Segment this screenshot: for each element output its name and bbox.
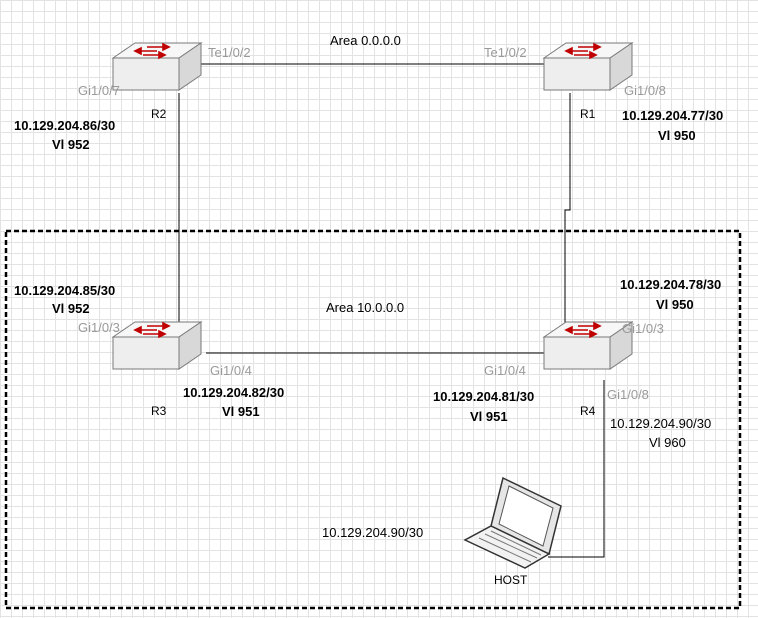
port-r2-gi: Gi1/0/7 (78, 83, 120, 98)
laptop-icon[interactable] (463, 476, 562, 569)
port-r4-gi8: Gi1/0/8 (607, 387, 649, 402)
router-r4-icon[interactable] (543, 321, 633, 370)
port-r1-te: Te1/0/2 (484, 45, 527, 60)
port-r4-gi3: Gi1/0/3 (622, 321, 664, 336)
links (178, 63, 605, 558)
host-ip-label: 10.129.204.90/30 (322, 525, 424, 540)
r3-ip-right-label: 10.129.204.82/30 (183, 385, 285, 400)
link-r4-host (548, 380, 605, 558)
r4-ip-up-label: 10.129.204.78/30 (620, 277, 722, 292)
r2-ip-label: 10.129.204.86/30 (14, 118, 116, 133)
router-r2-label: R2 (151, 107, 167, 121)
port-r3-gi4: Gi1/0/4 (210, 363, 252, 378)
r1-ip-label: 10.129.204.77/30 (622, 108, 724, 123)
r1-vlan-label: Vl 950 (658, 128, 696, 143)
router-r1-label: R1 (580, 107, 596, 121)
r3-vlan-up-label: Vl 952 (52, 301, 90, 316)
port-r1-gi: Gi1/0/8 (624, 83, 666, 98)
r4-vlan-host-label: Vl 960 (649, 435, 686, 450)
r3-vlan-right-label: Vl 951 (222, 404, 260, 419)
router-r2-icon[interactable] (112, 42, 202, 91)
r4-vlan-up-label: Vl 950 (656, 297, 694, 312)
area-10-label: Area 10.0.0.0 (326, 300, 405, 315)
area-10-boundary (4, 229, 742, 610)
r2-vlan-label: Vl 952 (52, 137, 90, 152)
area-backbone-label: Area 0.0.0.0 (330, 33, 401, 48)
r4-ip-left-label: 10.129.204.81/30 (433, 389, 535, 404)
router-r1-icon[interactable] (543, 42, 633, 91)
router-r4-label: R4 (580, 404, 596, 418)
router-r3-icon[interactable] (112, 321, 202, 370)
port-r2-te: Te1/0/2 (208, 45, 251, 60)
port-r3-gi3: Gi1/0/3 (78, 320, 120, 335)
port-r4-gi4: Gi1/0/4 (484, 363, 526, 378)
host-label: HOST (494, 573, 528, 587)
r3-ip-up-label: 10.129.204.85/30 (14, 283, 116, 298)
router-r3-label: R3 (151, 404, 167, 418)
r4-vlan-left-label: Vl 951 (470, 409, 508, 424)
link-r1-r4 (564, 93, 571, 330)
r4-ip-host-label: 10.129.204.90/30 (610, 416, 712, 431)
